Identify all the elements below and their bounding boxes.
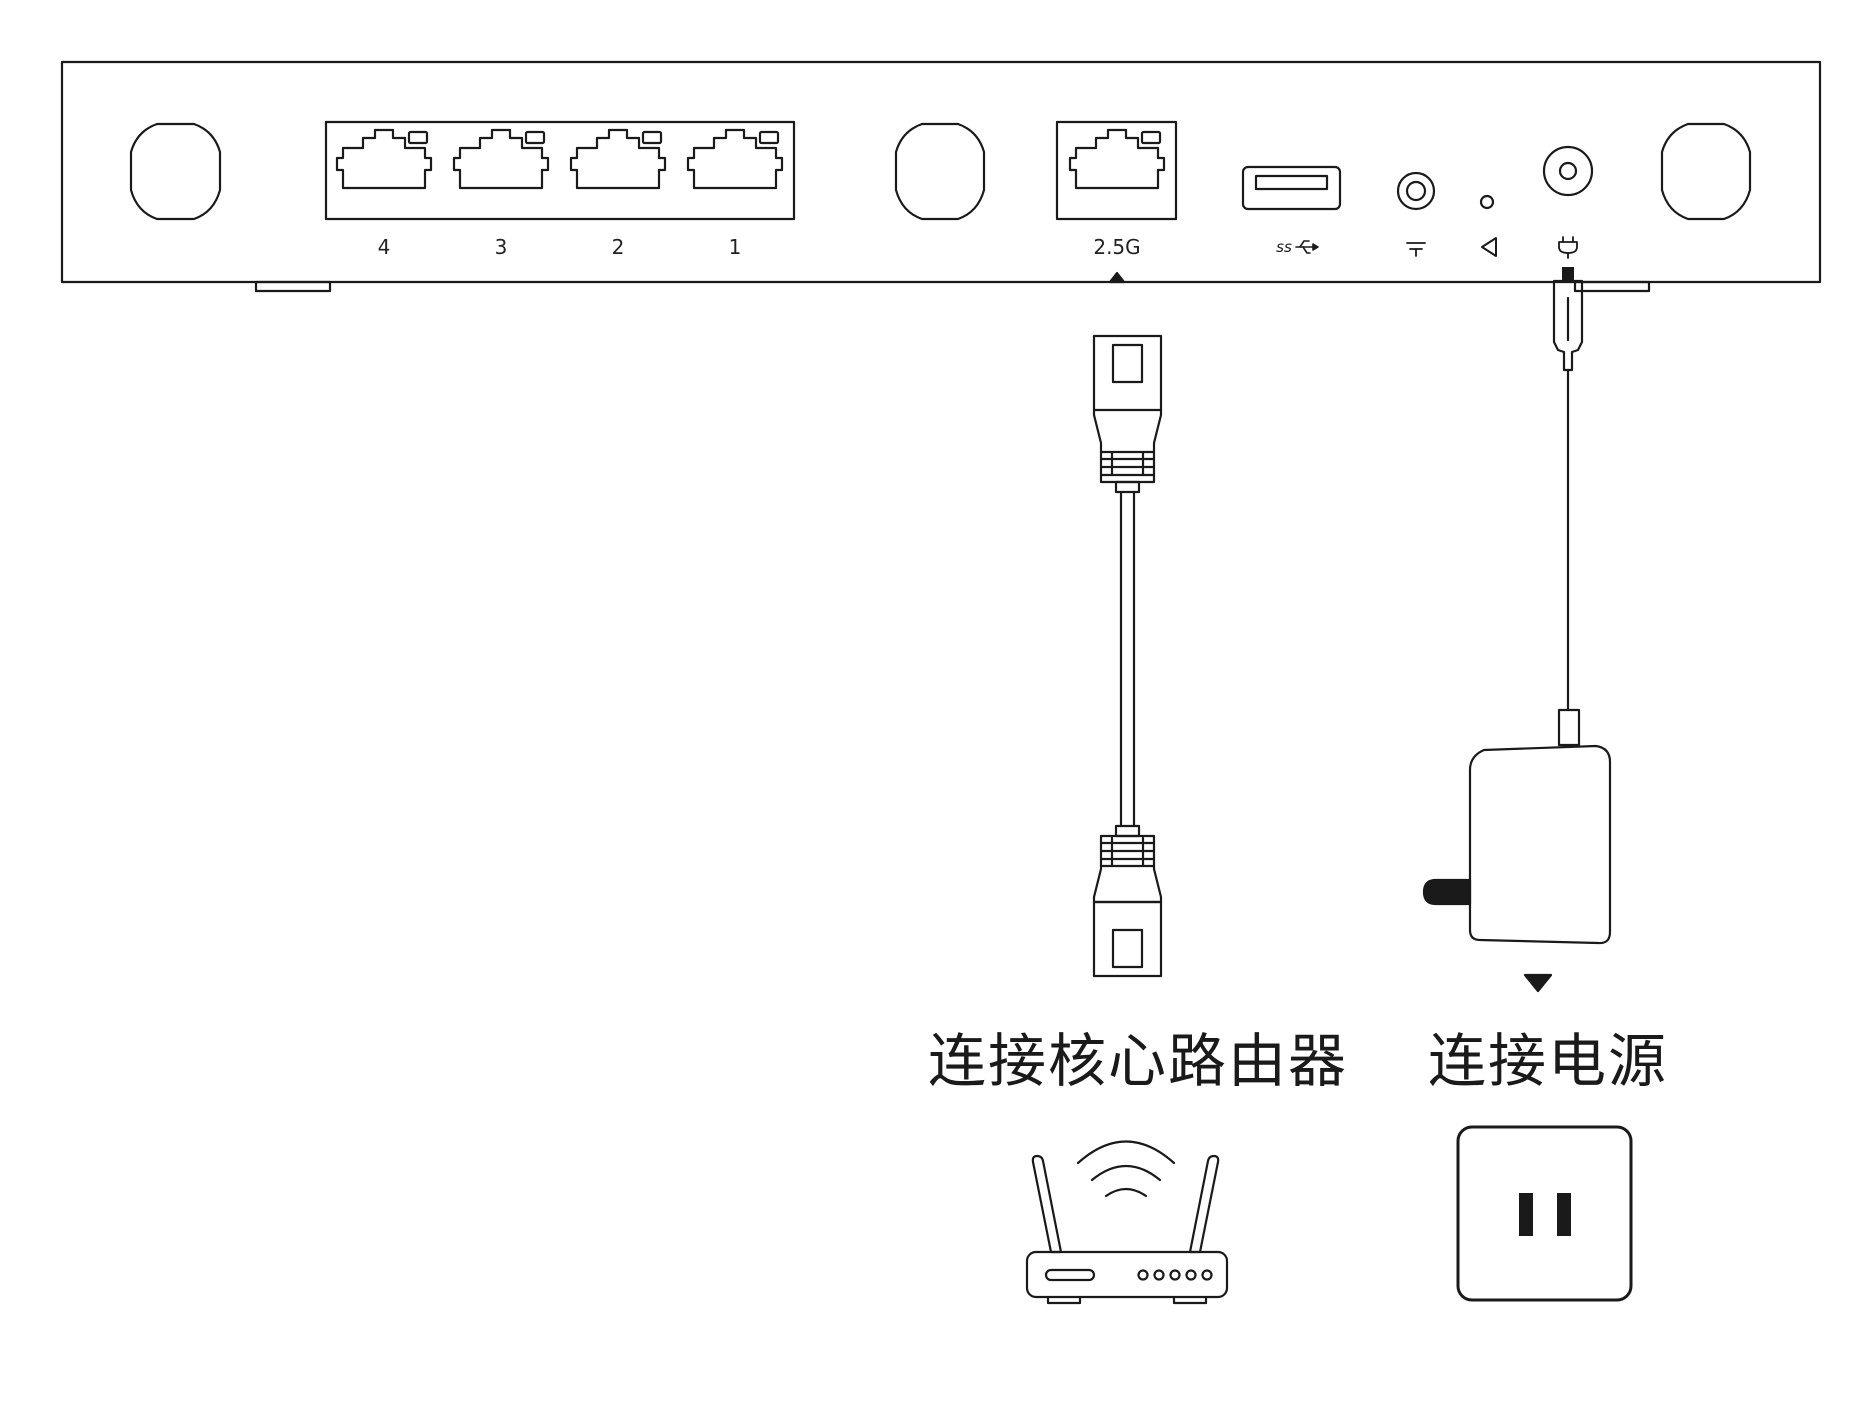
caption-connect-power: 连接电源 [1428, 1027, 1669, 1095]
lan-port-block [324, 120, 796, 221]
port-led [1140, 130, 1162, 145]
lan-port-label-2: 2 [612, 235, 625, 259]
plug-icon [1558, 236, 1578, 259]
lan-port-2 [569, 128, 667, 190]
wan-port-label: 2.5G [1093, 235, 1140, 259]
audio-jack [1396, 171, 1436, 211]
wan-port-frame [1055, 120, 1178, 221]
device-foot-left [254, 280, 332, 293]
ethernet-cord [1119, 490, 1136, 828]
device-rear-panel [60, 60, 1822, 293]
lan-port-labels: 4 3 2 1 [378, 235, 742, 259]
lan-port-4 [335, 128, 433, 190]
audio-icon [1406, 242, 1426, 257]
wifi-router-icon [1025, 1140, 1229, 1305]
usb-icon [1295, 240, 1319, 254]
lan-port-1 [686, 128, 784, 190]
mount-pad-3 [1660, 122, 1752, 221]
port-led [758, 130, 780, 145]
port-led [524, 130, 546, 145]
port-led [407, 130, 429, 145]
power-adapter-icon [1422, 267, 1612, 945]
reset-pinhole [1479, 194, 1495, 210]
device-foot-right [1573, 280, 1651, 293]
ethernet-plug-bottom [1092, 824, 1163, 978]
power-indicator-arrow [1523, 973, 1553, 993]
power-outlet-icon [1456, 1125, 1633, 1302]
usb-port [1241, 165, 1342, 211]
dc-power-jack [1542, 145, 1594, 197]
wan-port-2-5g [1068, 128, 1166, 190]
mount-pads [129, 122, 1752, 221]
lan-port-3 [452, 128, 550, 190]
usb-label: ss [1276, 238, 1292, 256]
lan-port-label-1: 1 [729, 235, 742, 259]
caption-connect-router: 连接核心路由器 [928, 1027, 1349, 1095]
mount-pad-2 [894, 122, 986, 221]
port-led [641, 130, 663, 145]
mount-pad-1 [129, 122, 222, 221]
ethernet-cable-icon [1092, 334, 1163, 978]
ethernet-plug-top [1092, 334, 1163, 494]
reset-icon [1481, 237, 1497, 257]
lan-port-label-4: 4 [378, 235, 391, 259]
wan-indicator-arrow [1108, 271, 1126, 284]
lan-port-label-3: 3 [495, 235, 508, 259]
